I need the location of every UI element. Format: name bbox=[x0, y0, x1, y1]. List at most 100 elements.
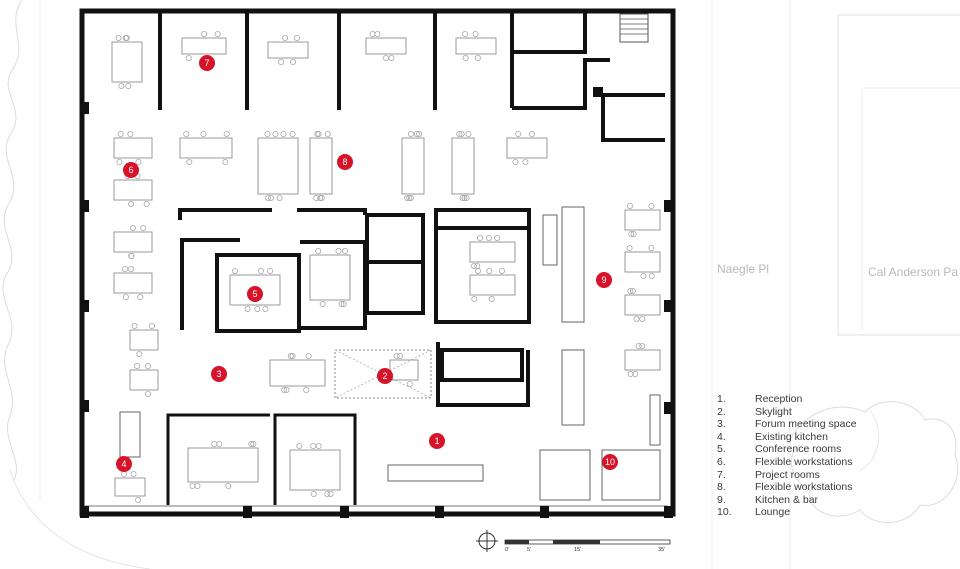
stair-top bbox=[619, 13, 649, 43]
table bbox=[113, 231, 153, 253]
building-shell bbox=[79, 8, 676, 518]
chair bbox=[477, 234, 484, 241]
area-marker: 3 bbox=[211, 366, 227, 382]
chair bbox=[135, 158, 142, 165]
chair bbox=[315, 442, 322, 449]
chair bbox=[148, 322, 155, 329]
chair bbox=[633, 315, 640, 322]
legend-item: 6.Flexible workstations bbox=[717, 456, 857, 469]
chair bbox=[305, 352, 312, 359]
chairs bbox=[115, 30, 655, 503]
legend-item: 3.Forum meeting space bbox=[717, 418, 857, 431]
chair bbox=[341, 247, 348, 254]
svg-text:7: 7 bbox=[204, 58, 209, 68]
chair bbox=[456, 130, 463, 137]
chair bbox=[276, 194, 283, 201]
chair bbox=[296, 442, 303, 449]
chair bbox=[472, 30, 479, 37]
chair bbox=[244, 305, 251, 312]
chair bbox=[639, 342, 646, 349]
street-label-cal-anderson: Cal Anderson Pa bbox=[868, 265, 959, 279]
chair bbox=[283, 386, 290, 393]
chair bbox=[340, 300, 347, 307]
svg-text:3: 3 bbox=[216, 369, 221, 379]
chair bbox=[470, 262, 477, 269]
table bbox=[257, 137, 299, 195]
north-arrow-icon bbox=[476, 530, 498, 552]
chair bbox=[627, 287, 634, 294]
chair bbox=[406, 194, 413, 201]
table bbox=[365, 37, 407, 55]
chair bbox=[125, 83, 132, 90]
street-label-naegle: Naegle Pl bbox=[717, 262, 770, 276]
chair bbox=[225, 482, 232, 489]
legend-item: 7.Project rooms bbox=[717, 469, 857, 482]
chair bbox=[289, 130, 296, 137]
chair bbox=[248, 440, 255, 447]
chair bbox=[289, 59, 296, 66]
chair bbox=[648, 202, 655, 209]
area-marker: 7 bbox=[199, 55, 215, 71]
legend-number: 2. bbox=[717, 405, 726, 418]
table bbox=[455, 37, 497, 55]
chair bbox=[310, 442, 317, 449]
chair bbox=[117, 130, 124, 137]
area-marker: 10 bbox=[602, 454, 618, 470]
chair bbox=[324, 130, 331, 137]
table bbox=[309, 137, 333, 195]
svg-text:4: 4 bbox=[121, 459, 126, 469]
chair bbox=[465, 130, 472, 137]
chair bbox=[462, 30, 469, 37]
chair bbox=[404, 194, 411, 201]
chair bbox=[121, 470, 128, 477]
chair bbox=[498, 267, 505, 274]
chair bbox=[265, 194, 272, 201]
chair bbox=[267, 194, 274, 201]
legend-number: 7. bbox=[717, 468, 726, 481]
chair bbox=[128, 265, 135, 272]
legend-item: 2. Skylight bbox=[717, 406, 857, 419]
legend-number: 3. bbox=[717, 418, 726, 431]
chair bbox=[128, 200, 135, 207]
table bbox=[624, 209, 661, 231]
chair bbox=[140, 224, 147, 231]
chair bbox=[463, 194, 470, 201]
chair bbox=[471, 295, 478, 302]
chair bbox=[406, 380, 413, 387]
chair bbox=[130, 470, 137, 477]
table bbox=[187, 447, 259, 483]
chair bbox=[407, 130, 414, 137]
chair bbox=[280, 130, 287, 137]
scale-tick-label: 5' bbox=[527, 547, 531, 553]
chair bbox=[128, 252, 135, 259]
table bbox=[179, 137, 233, 159]
scale-tick-label: 35' bbox=[658, 547, 665, 553]
chair bbox=[486, 267, 493, 274]
chair bbox=[522, 158, 529, 165]
chair bbox=[459, 194, 466, 201]
table bbox=[267, 41, 309, 59]
legend-label: Flexible workstations bbox=[755, 481, 853, 494]
legend-item: 8.Flexible workstations bbox=[717, 481, 857, 494]
chair bbox=[143, 200, 150, 207]
chair bbox=[327, 490, 334, 497]
legend-label: Reception bbox=[755, 393, 803, 405]
chair bbox=[640, 272, 647, 279]
legend-number: 10. bbox=[717, 506, 732, 519]
table bbox=[624, 349, 661, 371]
scale-bar: 0' 5' 15' 35' bbox=[504, 539, 671, 553]
chair bbox=[630, 230, 637, 237]
area-marker: 2 bbox=[377, 368, 393, 384]
kitchen-bar bbox=[119, 206, 661, 501]
chair bbox=[494, 234, 501, 241]
chair bbox=[189, 482, 196, 489]
area-marker: 1 bbox=[429, 433, 445, 449]
scale-tick-label: 0' bbox=[505, 547, 509, 553]
chair bbox=[627, 370, 634, 377]
legend-item: 1.Reception bbox=[717, 393, 857, 406]
legend-label: Skylight bbox=[755, 405, 792, 418]
chair bbox=[267, 267, 274, 274]
table bbox=[113, 272, 153, 294]
table bbox=[506, 137, 548, 159]
chair bbox=[528, 130, 535, 137]
